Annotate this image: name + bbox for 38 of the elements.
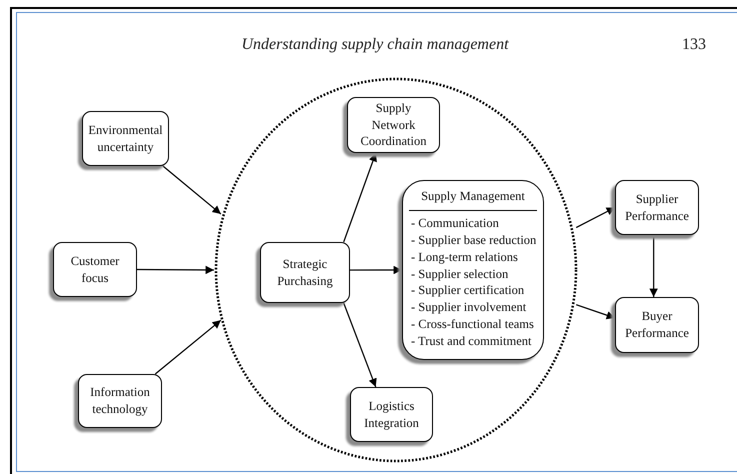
arrow — [350, 266, 402, 274]
box-heading: Supply Management — [409, 181, 537, 211]
box-label: Buyer Performance — [624, 308, 690, 342]
arrow — [576, 304, 616, 320]
list-item: - Long-term relations — [411, 248, 519, 266]
box-label: Environmental uncertainty — [88, 122, 163, 156]
arrow — [343, 152, 377, 242]
arrow — [576, 206, 616, 228]
box-label: Logistics Integration — [363, 398, 420, 432]
box-label: Information technology — [89, 384, 151, 418]
list-item: - Supplier involvement — [411, 299, 528, 316]
list-item: - Supplier base reduction — [411, 232, 537, 249]
process-box — [347, 97, 440, 153]
process-box — [350, 387, 433, 442]
arrow — [649, 235, 658, 297]
list-item: - Communication — [411, 214, 500, 232]
process-box — [78, 374, 162, 428]
arrow — [162, 166, 222, 214]
list-item: - Cross-functional teams — [411, 316, 535, 333]
box-label: Supplier Performance — [624, 190, 690, 224]
arrow — [154, 320, 222, 374]
process-box — [615, 297, 699, 353]
box-label: Supply Network Coordination — [360, 100, 428, 150]
page-number: 133 — [682, 36, 706, 54]
arrow — [137, 266, 214, 274]
list-item: - Trust and commitment — [411, 333, 532, 350]
list-item: - Supplier selection — [411, 266, 510, 282]
list-box — [402, 180, 544, 360]
process-box — [53, 242, 137, 297]
list-item: - Supplier certification — [411, 282, 526, 300]
process-box — [82, 111, 169, 166]
box-label: Customer focus — [70, 252, 120, 286]
box-label: Strategic Purchasing — [276, 256, 334, 290]
process-box — [615, 180, 699, 235]
dotted-circle — [214, 77, 578, 463]
page-header: Understanding supply chain management — [240, 36, 510, 54]
process-box — [260, 242, 350, 303]
arrow — [343, 302, 377, 388]
